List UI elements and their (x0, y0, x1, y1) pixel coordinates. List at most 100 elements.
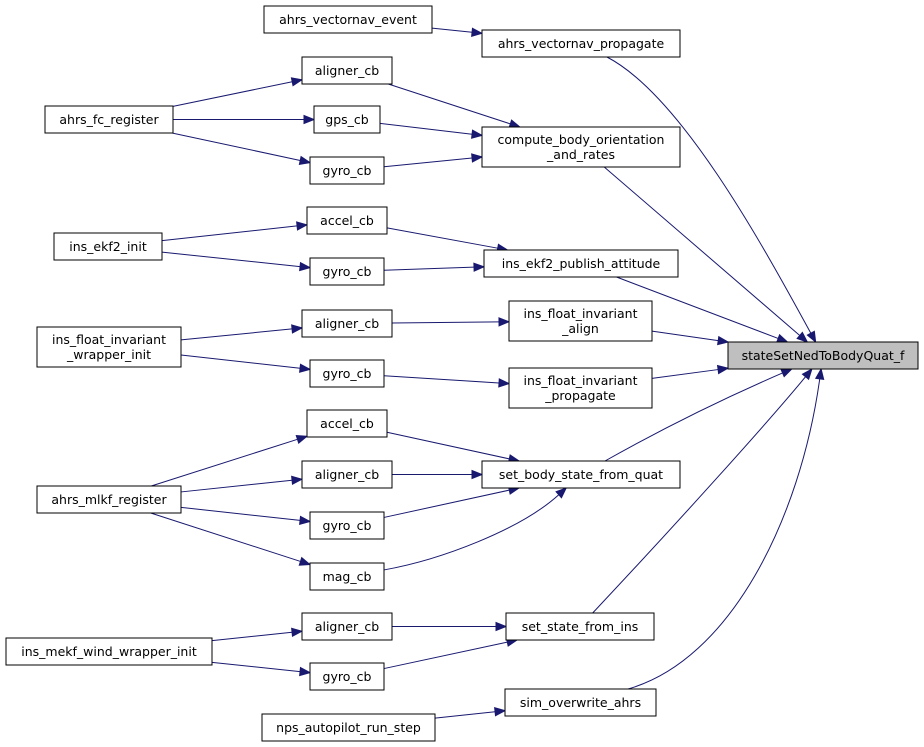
node-label: gyro_cb (323, 366, 372, 381)
node-ahrs-vectornav-propagate[interactable]: ahrs_vectornav_propagate (481, 29, 681, 58)
edge-ins_float_invariant_wrapper_init-to-aligner_cb_fi (180, 324, 304, 341)
node-label: ahrs_vectornav_event (279, 12, 417, 27)
node-ins-float-invariant-wrapper-init[interactable]: ins_float_invariant_wrapper_init (36, 326, 182, 368)
edge-line (211, 661, 301, 673)
arrowhead-icon (555, 487, 568, 499)
node-aligner-cb-mekf[interactable]: aligner_cb (301, 612, 393, 641)
node-ahrs-mlkf-register[interactable]: ahrs_mlkf_register (36, 485, 182, 514)
node-label: ins_float_invariant (523, 373, 637, 388)
node-label: _align (561, 321, 599, 336)
node-box (306, 206, 388, 235)
edge-line (604, 372, 783, 462)
node-gyro-cb-fi[interactable]: gyro_cb (309, 359, 385, 388)
edge-set_state_from_ins-to-stateSetNedToBodyQuat_f (592, 367, 813, 614)
node-box (53, 232, 163, 261)
node-accel-cb-mlkf[interactable]: accel_cb (306, 409, 388, 438)
arrowhead-icon (299, 261, 312, 272)
edge-line (211, 631, 293, 642)
node-label: ahrs_mlkf_register (51, 492, 167, 507)
node-label: gyro_cb (323, 264, 372, 279)
node-accel-cb-ekf2[interactable]: accel_cb (306, 206, 388, 235)
edge-line (391, 321, 500, 324)
edge-ins_mekf_wind_wrapper_init-to-gyro_cb_mekf (211, 661, 312, 677)
edge-line (383, 375, 500, 384)
node-label: gyro_cb (323, 518, 372, 533)
node-gyro-cb-fc[interactable]: gyro_cb (309, 156, 385, 185)
edge-ahrs_fc_register-to-aligner_cb_fc (172, 77, 304, 107)
node-aligner-cb-fc[interactable]: aligner_cb (301, 56, 393, 85)
arrowhead-icon (814, 367, 825, 381)
arrowhead-icon (494, 707, 507, 717)
edge-accel_cb_ekf2-to-ins_ekf2_publish_attitude (386, 227, 509, 253)
edge-line (180, 506, 301, 521)
arrowhead-icon (299, 666, 312, 677)
node-ahrs-fc-register[interactable]: ahrs_fc_register (44, 105, 174, 134)
arrowhead-icon (290, 77, 304, 87)
edge-mag_cb_mlkf-to-set_body_state_from_quat (383, 487, 568, 571)
edge-ahrs_vectornav_event-to-ahrs_vectornav_propagate (431, 27, 484, 37)
node-ahrs-vectornav-event[interactable]: ahrs_vectornav_event (263, 5, 433, 34)
node-nps-autopilot-run-step[interactable]: nps_autopilot_run_step (261, 713, 436, 742)
edge-nps_autopilot_run_step-to-sim_overwrite_ahrs (434, 707, 507, 719)
edge-ins_float_invariant_align-to-stateSetNedToBodyQuat_f (651, 330, 730, 346)
node-box (261, 713, 436, 742)
arrowhead-icon (303, 114, 316, 125)
arrowhead-icon (780, 368, 793, 378)
node-mag-cb-mlkf[interactable]: mag_cb (309, 562, 385, 591)
node-gyro-cb-ekf2[interactable]: gyro_cb (309, 257, 385, 286)
node-label: _and_rates (546, 147, 615, 162)
node-gyro-cb-mekf[interactable]: gyro_cb (309, 662, 385, 691)
node-ins-ekf2-init[interactable]: ins_ekf2_init (53, 232, 163, 261)
edge-ins_float_invariant_wrapper_init-to-gyro_cb_fi (180, 354, 312, 373)
edge-gyro_cb_fi-to-ins_float_invariant_propagate (383, 375, 511, 388)
edge-line (616, 276, 779, 339)
edge-ahrs_vectornav_propagate-to-stateSetNedToBodyQuat_f (606, 56, 817, 344)
node-label: accel_cb (320, 213, 374, 228)
node-ins-mekf-wind-wrapper-init[interactable]: ins_mekf_wind_wrapper_init (5, 637, 213, 666)
edge-aligner_cb_mlkf-to-set_body_state_from_quat (392, 469, 484, 480)
node-box (313, 105, 381, 134)
edge-line (180, 354, 301, 369)
node-aligner-cb-mlkf[interactable]: aligner_cb (301, 460, 393, 489)
node-box (5, 637, 213, 666)
node-label: ins_float_invariant (52, 332, 166, 347)
edge-compute_body_orientation_and_rates-to-stateSetNedToBodyQuat_f (603, 166, 809, 343)
edge-ahrs_mlkf_register-to-mag_cb_mlkf (150, 512, 312, 566)
edge-ins_float_invariant_propagate-to-stateSetNedToBodyQuat_f (651, 364, 730, 379)
node-box (301, 56, 393, 85)
node-aligner-cb-fi[interactable]: aligner_cb (301, 309, 393, 338)
node-box (505, 612, 655, 641)
arrowhead-icon (796, 331, 809, 343)
node-label: set_state_from_ins (522, 619, 639, 634)
edge-line (431, 27, 473, 33)
node-ins-float-invariant-propagate[interactable]: ins_float_invariant_propagate (508, 367, 653, 409)
node-set-state-from-ins[interactable]: set_state_from_ins (505, 612, 655, 641)
node-box (309, 156, 385, 185)
arrowhead-icon (775, 333, 789, 343)
node-gps-cb-fc[interactable]: gps_cb (313, 105, 381, 134)
node-label: gyro_cb (323, 163, 372, 178)
node-gyro-cb-mlkf[interactable]: gyro_cb (309, 511, 385, 540)
node-label: ins_ekf2_init (69, 239, 147, 254)
arrowhead-icon (296, 221, 309, 231)
node-stateSetNedToBodyQuat-f[interactable]: stateSetNedToBodyQuat_f (727, 341, 919, 370)
node-compute-body-orientation-and-rates[interactable]: compute_body_orientation_and_rates (481, 126, 681, 168)
node-box (301, 460, 393, 489)
node-ins-float-invariant-align[interactable]: ins_float_invariant_align (508, 300, 653, 342)
node-sim-overwrite-ahrs[interactable]: sim_overwrite_ahrs (504, 688, 657, 717)
node-box (508, 367, 653, 409)
edge-ins_mekf_wind_wrapper_init-to-aligner_cb_mekf (211, 627, 304, 642)
edge-accel_cb_mlkf-to-set_body_state_from_quat (386, 431, 521, 464)
edge-gyro_cb_mlkf-to-set_body_state_from_quat (383, 485, 521, 518)
node-set-body-state-from-quat[interactable]: set_body_state_from_quat (481, 460, 681, 489)
node-box (481, 460, 681, 489)
arrowhead-icon (473, 262, 486, 272)
node-label: aligner_cb (315, 619, 379, 634)
node-box (481, 126, 681, 168)
edge-line (379, 122, 473, 135)
node-label: stateSetNedToBodyQuat_f (742, 348, 905, 363)
arrowhead-icon (295, 434, 309, 444)
node-box (309, 511, 385, 540)
node-ins-ekf2-publish-attitude[interactable]: ins_ekf2_publish_attitude (483, 249, 679, 278)
node-box (727, 341, 919, 370)
